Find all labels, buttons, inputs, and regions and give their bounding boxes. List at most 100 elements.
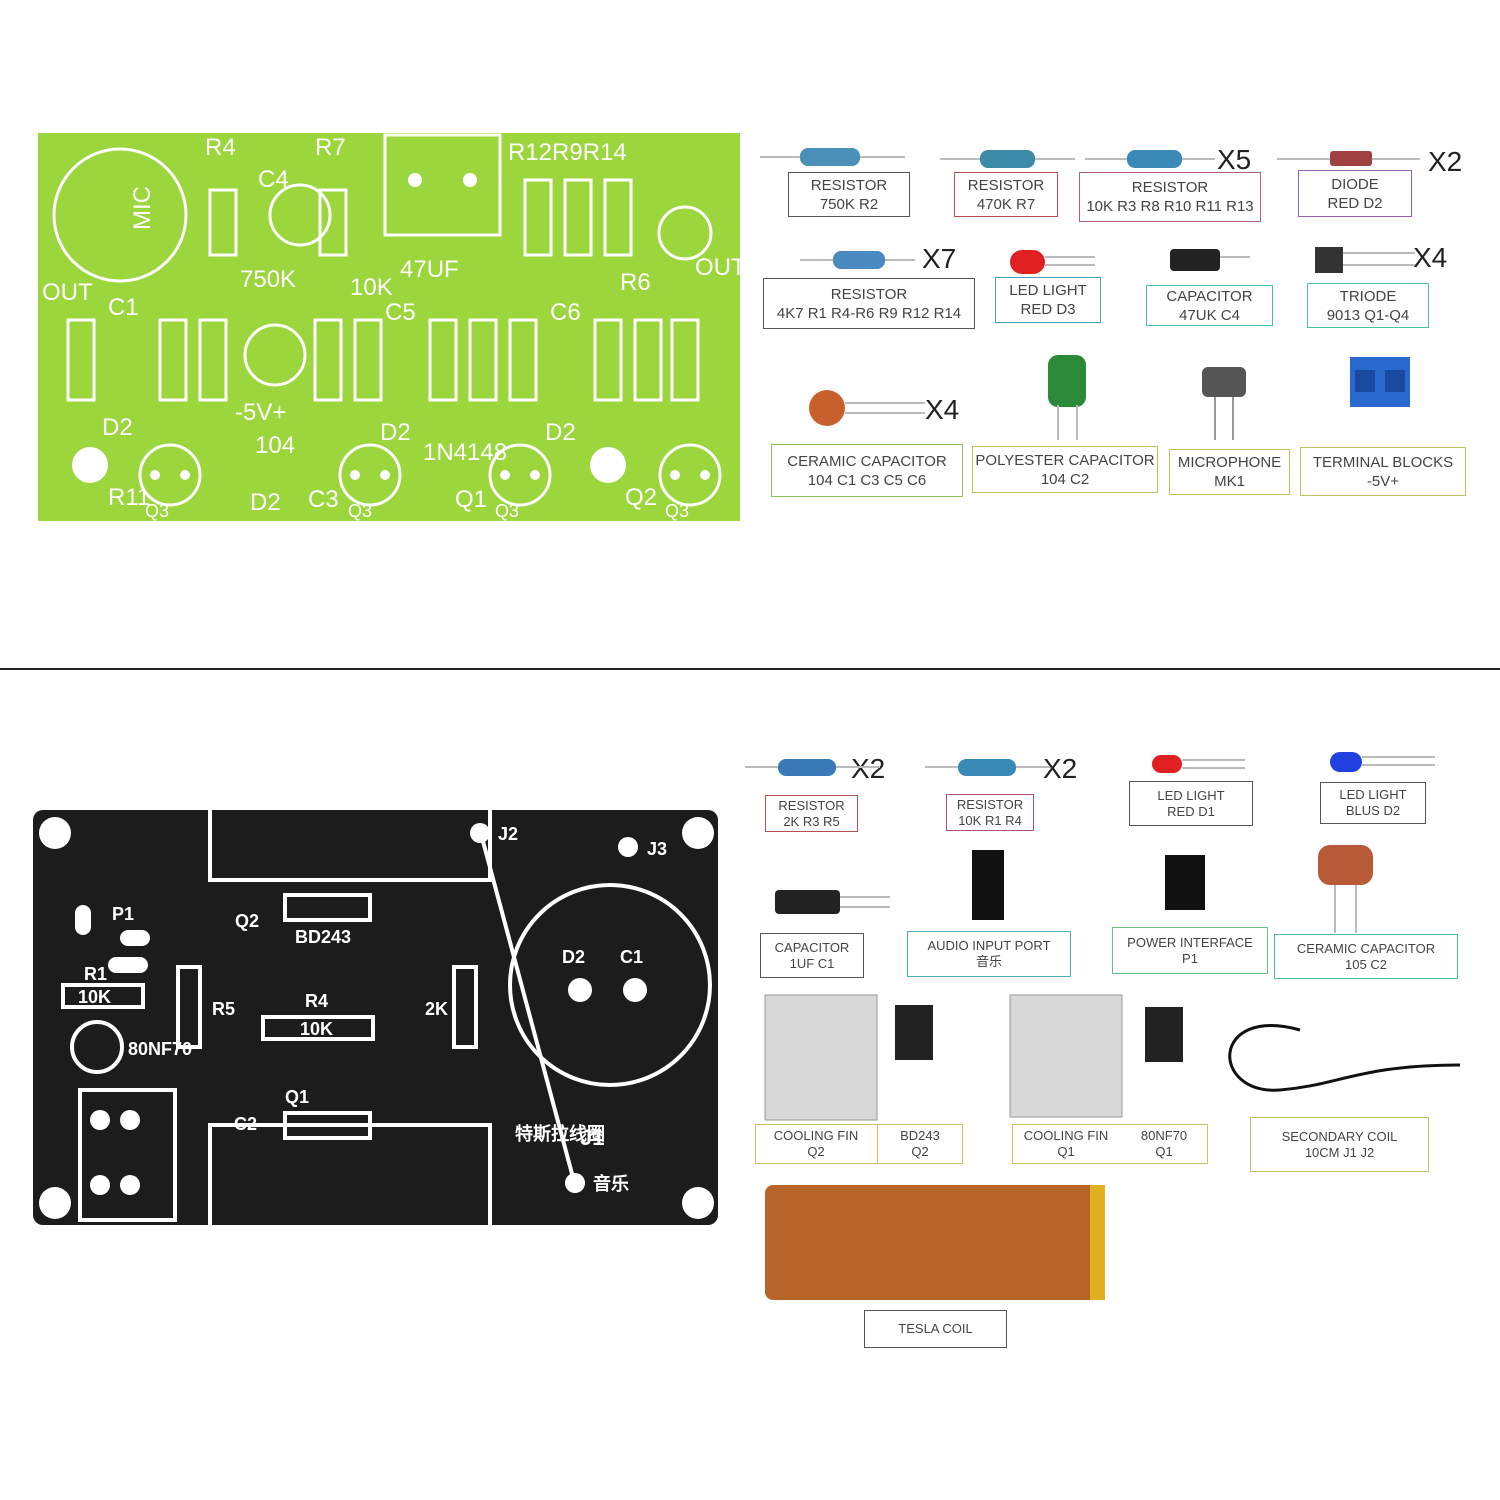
r1-outline [66,318,96,402]
silk-bd243: BD243 [295,927,351,947]
r10-outline [508,318,538,402]
cooling-fin-q2-icon [764,994,878,1121]
silk-p1: P1 [112,904,134,924]
silk-r4: R4 [205,134,236,161]
r3-outline [198,318,228,402]
silk-q3: Q1 [455,486,487,513]
silk-q2: C3 [308,486,339,513]
silk-5v: 47UF [400,256,459,283]
silk-104-d: D2 [250,489,281,516]
silk-c2: 特斯拉线圈 [515,1123,605,1144]
led-blue-d2-icon [1330,752,1362,772]
bottom-q2-group-frame [755,1124,963,1164]
silk-q1: R11 [108,484,150,511]
silk-c6: C6 [550,299,581,326]
c1-outline [70,1020,124,1074]
bottom-parts-images [745,752,1461,1300]
silk-q4: Q2 [625,484,657,511]
bottom-pcb-board [33,810,718,1225]
silk-led: R6 [620,269,651,296]
q2-outline [338,443,402,507]
ceramic-cap-icon [809,390,845,426]
led-red-d1-icon [1152,755,1182,773]
c4-outline [268,183,332,247]
mult-resistor-2k: X2 [851,753,886,784]
silk-q2: Q2 [235,911,259,931]
r11-outline [593,318,623,402]
top-pcb: MIC R4 C4 R7 R12R9R14 OUT C1 750K 47UF 1… [38,133,745,521]
silk-r7: R7 [315,134,346,161]
r4-outline [261,1015,375,1041]
silk-104-b: D2 [380,419,411,446]
silk-mic: MIC [129,186,156,230]
ceramic-cap-105-icon [1318,845,1373,885]
silk-tesla-coil-cn: J1 [580,1125,604,1150]
c2-outline [243,323,307,387]
audio-jack-icon [972,850,1004,920]
silk-9013-b: Q3 [348,501,372,521]
mic-outline [52,147,188,283]
silk-80nf70: Q1 [285,1087,309,1107]
silk-9013-c: Q3 [495,501,519,521]
silk-j1: 音乐 [593,1173,629,1194]
electrolytic-cap-icon [1170,249,1220,271]
silk-c3: 104 [255,432,295,459]
r7-outline [318,188,348,257]
silk-c5: C5 [385,299,416,326]
silk-r5: 2K [425,999,448,1019]
q3-outline [488,443,552,507]
terminal-outline [383,133,502,237]
q1-outline [138,443,202,507]
resistor-10k-icon [958,759,1016,776]
silk-9013-a: Q3 [145,501,169,521]
bottom-q1-group-frame [1012,1124,1208,1164]
resistor-2k-icon [778,759,836,776]
silk-out: OUT [42,279,93,306]
part-label-terminal-blocks: TERMINAL BLOCKS-5V+ [1300,447,1466,496]
mult-resistor-10k: X5 [1217,144,1252,175]
d3-outline [657,205,713,261]
bd243-icon [895,1005,933,1060]
r9-outline [563,178,593,257]
silk-9013-d: Q3 [665,501,689,521]
r4-outline [208,188,238,257]
tesla-coil-icon [765,1185,1105,1300]
resistor-470k-icon [980,150,1035,168]
silk-c4: C4 [258,166,289,193]
bottom-pcb: J2 J3 P1 Q2 BD243 R1 10K R4 10K R5 2K D2… [33,810,718,1225]
heatsink-q2 [208,810,492,882]
heatsink-q1 [208,1123,492,1225]
r5-outline [452,965,478,1049]
r12-outline [523,178,553,257]
silk-r3: R5 [212,999,235,1019]
silk-q1: C2 [234,1114,257,1134]
resistor-750k-icon [800,148,860,166]
mult-triode: X4 [1413,242,1448,273]
silk-r12r9r14: R12R9R14 [508,139,627,166]
silk-j2: J2 [498,824,518,844]
capacitor-1uf-icon [775,890,840,914]
coil-outline [508,883,712,1087]
mult-ceramic-cap: X4 [925,394,960,425]
mult-diode: X2 [1428,146,1463,177]
r8-outline [428,318,458,402]
audio-port-outline [78,1088,177,1222]
top-parts-images [760,148,1420,440]
led-red-icon [1010,250,1045,274]
